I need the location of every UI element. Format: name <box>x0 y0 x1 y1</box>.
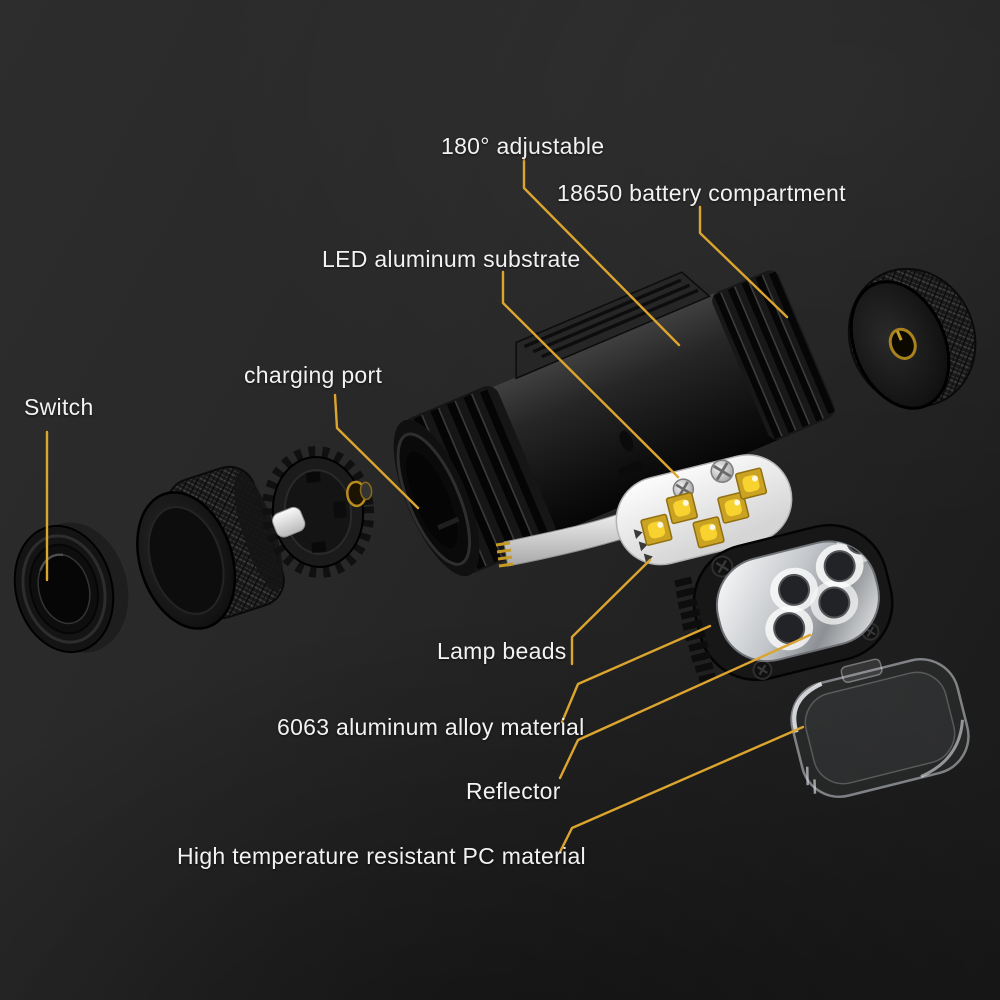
battery-end-cap <box>847 267 977 410</box>
flashlight-main-body <box>393 270 835 577</box>
label-reflector: Reflector <box>466 778 561 804</box>
label-lamp-beads: Lamp beads <box>437 638 567 664</box>
cable-pins <box>495 541 514 568</box>
adjustment-gear-dial <box>261 446 375 578</box>
label-charging: charging port <box>244 362 383 388</box>
label-pc-material: High temperature resistant PC material <box>177 843 586 869</box>
lamp-bead-led <box>734 467 768 500</box>
gear-teeth <box>261 446 375 578</box>
lamp-bead-led <box>692 516 725 549</box>
leader-battery <box>698 205 789 319</box>
cover-clip-tab <box>840 658 883 684</box>
housing-screw <box>711 555 734 578</box>
leader-lamp-beads <box>570 558 652 666</box>
leader-lines <box>45 158 812 854</box>
leader-alloy <box>560 624 712 724</box>
leader-pc-material <box>558 725 805 854</box>
switch-actuator-button <box>272 506 306 538</box>
leader-substrate <box>501 270 680 479</box>
charging-port-stub <box>346 480 373 508</box>
switch-lens-cap <box>13 522 129 654</box>
pcb-screw <box>710 459 734 483</box>
clear-pc-cover <box>790 657 970 799</box>
tail-threads <box>714 271 835 440</box>
knurled-bezel-ring <box>136 465 285 630</box>
heat-sink-fins <box>674 576 717 684</box>
label-switch: Switch <box>24 394 94 420</box>
label-substrate: LED aluminum substrate <box>322 246 581 272</box>
lamp-bead-led <box>640 513 673 546</box>
leader-charging <box>333 393 420 510</box>
power-icon <box>888 327 917 360</box>
label-adjustable: 180° adjustable <box>441 133 605 159</box>
leader-reflector <box>558 633 812 780</box>
leader-adjustable <box>522 158 681 347</box>
lamp-bead-led <box>717 491 750 524</box>
led-substrate-pcb <box>615 454 793 566</box>
lamp-bead-led <box>665 491 698 525</box>
label-alloy: 6063 aluminum alloy material <box>277 714 585 740</box>
label-battery: 18650 battery compartment <box>557 180 846 206</box>
